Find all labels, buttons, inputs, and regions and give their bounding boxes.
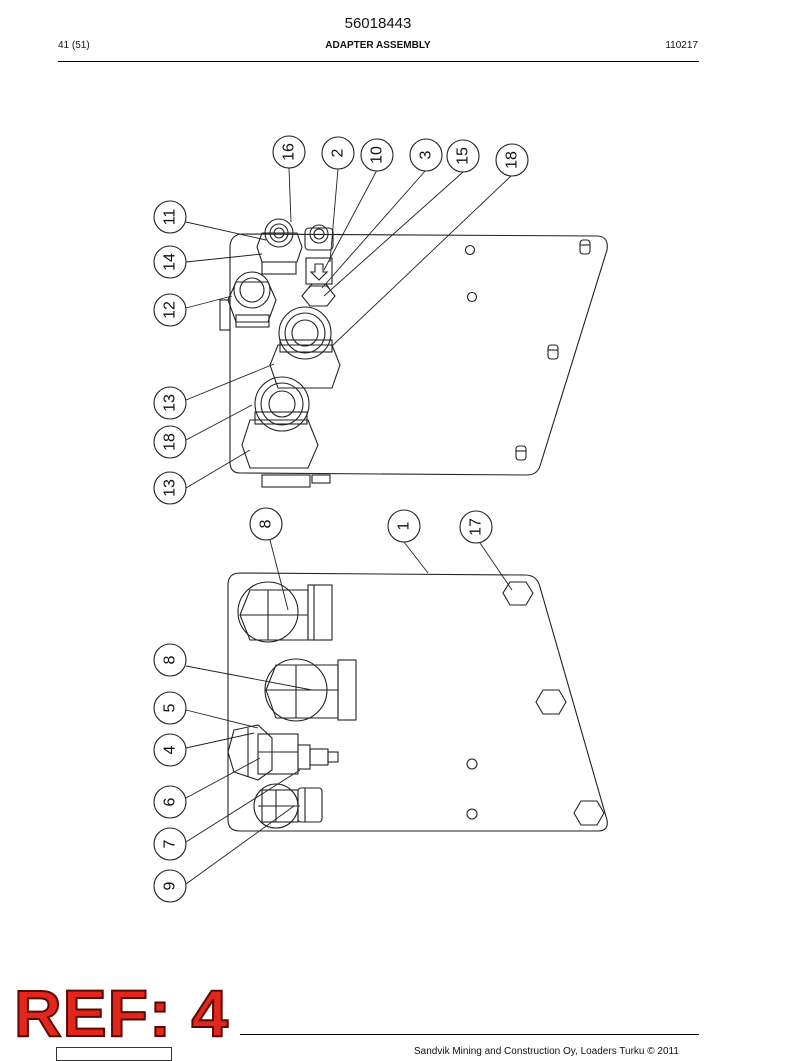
footer-logo (56, 1047, 172, 1061)
page-count: 41 (51) (58, 40, 90, 51)
callout-u11: 18 (162, 433, 179, 451)
callout-l7: 6 (162, 797, 179, 806)
fitting-16-11-14 (256, 218, 303, 275)
fitting-15-3 (301, 283, 336, 307)
callout-u8: 14 (162, 253, 179, 271)
footer-copyright: Sandvik Mining and Construction Oy, Load… (414, 1046, 679, 1057)
fitting-2 (304, 224, 334, 251)
callout-circles (153, 135, 529, 903)
lower-fitting-8b (264, 658, 357, 722)
callout-l4: 8 (162, 655, 179, 664)
lower-fitting-8a (237, 581, 333, 643)
callout-u9: 12 (162, 301, 179, 319)
lower-plate (227, 572, 608, 832)
callout-u4: 3 (418, 150, 435, 159)
upper-plate-bracket (261, 474, 311, 488)
callout-u7: 11 (162, 209, 179, 226)
date-code: 110217 (665, 40, 698, 51)
fitting-13-lower (241, 376, 319, 469)
callout-l9: 9 (162, 881, 179, 890)
document-number: 56018443 (344, 15, 412, 32)
leader-lines (185, 167, 513, 885)
page-title: ADAPTER ASSEMBLY (325, 40, 431, 51)
upper-bolt-1 (579, 239, 591, 255)
callout-l6: 4 (162, 745, 179, 754)
header-divider (58, 61, 699, 62)
callout-u5: 15 (455, 147, 472, 165)
footer-divider (240, 1034, 699, 1035)
upper-plate (229, 233, 608, 476)
callout-u10: 13 (162, 394, 179, 412)
upper-plate-tab (219, 299, 231, 331)
callout-l2: 1 (396, 521, 413, 530)
fitting-13-upper (269, 306, 341, 389)
lower-fitting-7-9 (253, 783, 323, 829)
upper-bolt-3 (515, 445, 527, 461)
callout-l3: 17 (468, 518, 485, 536)
upper-bolt-2 (547, 344, 559, 360)
ref-stamp: REF: 4 (13, 976, 230, 1050)
callout-u6: 18 (504, 151, 521, 169)
lower-bolt-17 (502, 581, 534, 606)
lower-fitting-4-5-6 (227, 724, 339, 781)
lower-bolt-2 (535, 689, 567, 715)
callout-u1: 16 (281, 143, 298, 161)
fitting-12 (227, 271, 277, 328)
page-header: 41 (51) ADAPTER ASSEMBLY 110217 (58, 40, 698, 56)
callout-l5: 5 (162, 703, 179, 712)
lower-bolt-3 (573, 800, 605, 826)
callout-u12: 13 (162, 479, 179, 497)
callout-u3: 10 (369, 146, 386, 164)
callout-l8: 7 (162, 839, 179, 848)
callout-u2: 2 (330, 148, 347, 157)
callout-l1: 8 (258, 519, 275, 528)
